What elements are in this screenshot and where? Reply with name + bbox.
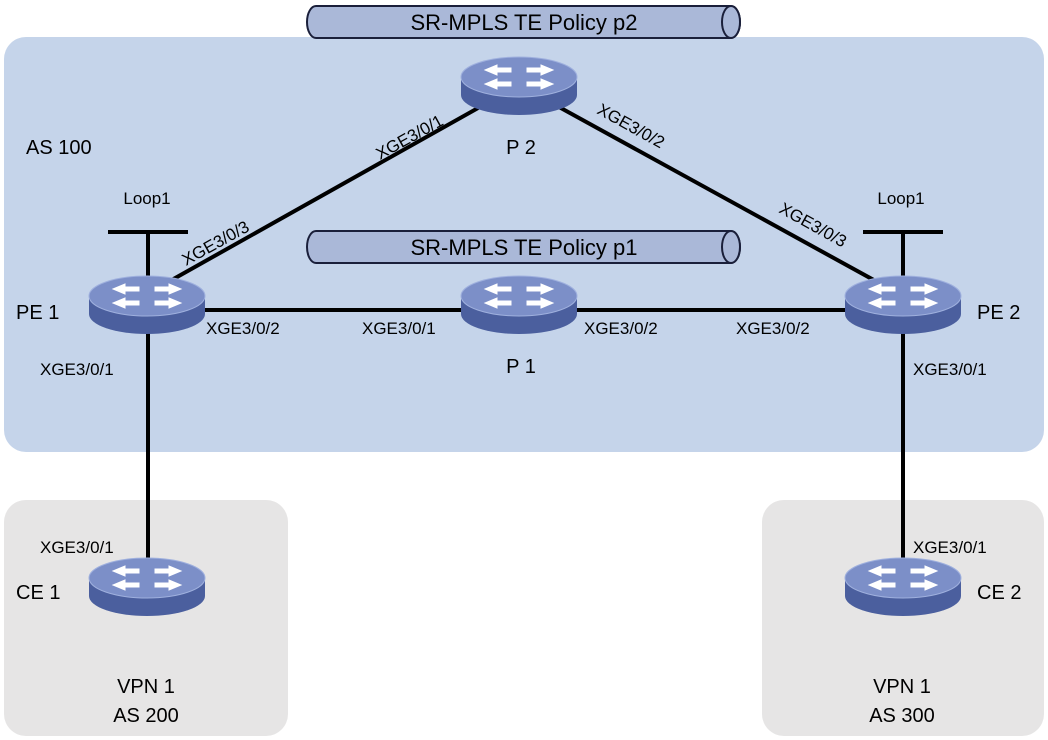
if-label-pe2-to-ce2: XGE3/0/1 [913, 360, 987, 379]
link-pe1-p2 [144, 83, 520, 297]
vpn-left-label-1: VPN 1 [117, 676, 175, 698]
if-label-pe1-to-p1: XGE3/0/2 [206, 319, 280, 338]
if-label-p1-to-pe1: XGE3/0/1 [362, 319, 436, 338]
node-label-p1: P 1 [506, 356, 536, 378]
node-label-ce1: CE 1 [16, 582, 60, 604]
router-pe1-icon [88, 275, 206, 335]
if-label-ce2-to-pe2: XGE3/0/1 [913, 538, 987, 557]
tunnel-p1-label: SR-MPLS TE Policy p1 [410, 235, 637, 260]
node-label-p2: P 2 [506, 137, 536, 159]
tunnel-p2 [306, 5, 741, 39]
vpn-right-label-1: VPN 1 [873, 676, 931, 698]
if-label-pe2-to-p1: XGE3/0/2 [736, 319, 810, 338]
vpn-left-region [4, 500, 288, 736]
if-label-pe1-to-ce1: XGE3/0/1 [40, 360, 114, 379]
tunnel-p2-label: SR-MPLS TE Policy p2 [410, 10, 637, 35]
router-pe2-icon [844, 275, 962, 335]
node-label-pe2: PE 2 [977, 302, 1020, 324]
vpn-left-label-2: AS 200 [113, 705, 179, 727]
vpn-right-label-2: AS 300 [869, 705, 935, 727]
tunnel-p1 [306, 230, 741, 264]
router-ce2-icon [844, 557, 962, 617]
router-p1-icon [460, 275, 578, 335]
router-p2-icon [460, 56, 578, 116]
as100-label: AS 100 [26, 137, 92, 159]
node-label-ce2: CE 2 [977, 582, 1021, 604]
if-label-ce1-to-pe1: XGE3/0/1 [40, 538, 114, 557]
link-p2-pe2 [518, 83, 902, 297]
vpn-right-region [762, 500, 1044, 736]
if-label-p1-to-pe2: XGE3/0/2 [584, 319, 658, 338]
links [108, 83, 943, 585]
node-label-pe1: PE 1 [16, 302, 59, 324]
loopback-label-pe1: Loop1 [123, 189, 170, 208]
router-ce1-icon [88, 557, 206, 617]
loopback-label-pe2: Loop1 [877, 189, 924, 208]
